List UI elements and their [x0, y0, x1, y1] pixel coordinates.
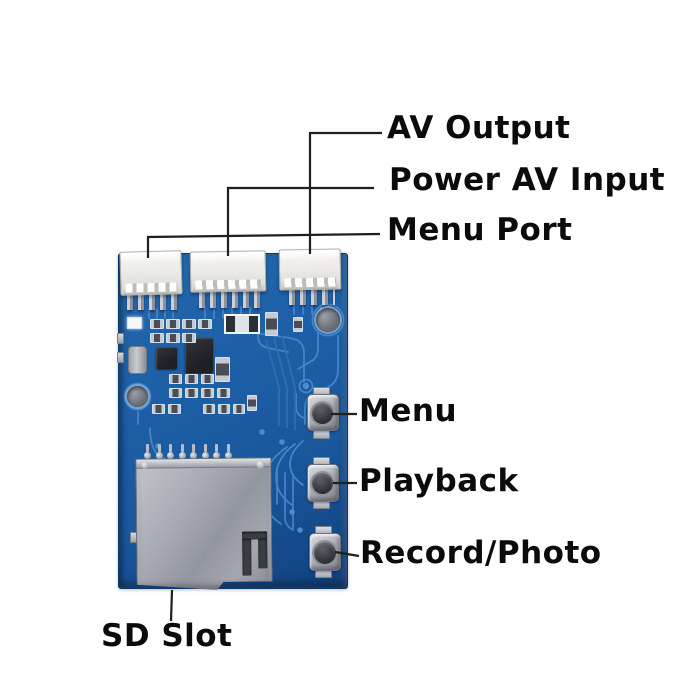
smd-component	[265, 312, 278, 336]
pin-head	[144, 452, 151, 459]
edge-pad	[117, 333, 124, 344]
smd-component	[168, 404, 181, 414]
pin	[158, 444, 161, 452]
callout-line-av-output	[308, 131, 382, 254]
main-ic-chip	[185, 338, 213, 373]
callout-line-power-av-input	[226, 186, 374, 256]
label-sd-slot: SD Slot	[101, 618, 233, 654]
pin	[215, 444, 218, 452]
smd-component	[152, 404, 165, 414]
smd-component	[218, 404, 230, 414]
smd-component	[201, 388, 214, 398]
sd-card-slot	[135, 457, 272, 590]
label-menu-port: Menu Port	[387, 212, 573, 248]
pin-head	[167, 452, 174, 459]
smd-component	[247, 395, 257, 411]
sd-slot-rivet	[141, 462, 148, 469]
sd-slot-rivet	[256, 460, 264, 468]
pin	[169, 444, 172, 452]
led-component	[127, 317, 142, 329]
menu-connector-pins	[289, 289, 335, 305]
connector-pin-bumps	[125, 282, 178, 293]
pin	[192, 444, 195, 452]
pin-head	[179, 452, 186, 459]
smd-component	[185, 388, 198, 398]
smd-component	[150, 319, 164, 329]
label-playback: Playback	[359, 463, 519, 499]
sd-latch-cutout	[242, 539, 251, 576]
smd-component	[150, 333, 164, 343]
smd-component	[169, 374, 182, 384]
smd-component	[201, 374, 214, 384]
edge-pad	[117, 352, 124, 363]
menu-port-connector	[119, 250, 183, 296]
edge-pad	[130, 532, 137, 543]
pin	[227, 444, 230, 452]
smd-component	[185, 374, 198, 384]
smd-component	[166, 333, 180, 343]
sd-slot-lip	[136, 458, 270, 468]
pin	[181, 444, 184, 452]
smd-component	[233, 404, 245, 414]
smd-component	[215, 357, 230, 382]
label-record-photo: Record/Photo	[360, 535, 602, 571]
callout-line-sd-slot	[169, 589, 174, 622]
pin-head	[156, 452, 163, 459]
label-power-av-input: Power AV Input	[389, 162, 666, 198]
av-output-connector-pins	[127, 294, 177, 310]
av-output-connector	[278, 248, 342, 291]
power-av-connector-pins	[199, 291, 261, 308]
record-button-plunger	[314, 542, 336, 564]
pin	[204, 444, 207, 452]
smd-component	[203, 404, 215, 414]
regulator-ic	[156, 347, 177, 369]
connector-pin-bumps	[195, 279, 262, 290]
label-av-output: AV Output	[387, 110, 571, 146]
mounting-hole	[127, 386, 148, 407]
sd-header-pins	[143, 444, 235, 464]
capacitor	[128, 346, 147, 374]
smd-component	[166, 319, 180, 329]
resistor-network	[224, 314, 260, 334]
smd-component	[169, 388, 182, 398]
pin-head	[202, 452, 209, 459]
smd-component	[198, 319, 212, 329]
menu-button-plunger	[312, 403, 333, 424]
power-av-input-connector	[189, 250, 267, 293]
pin-head	[225, 452, 232, 459]
pin	[146, 444, 149, 452]
smd-component	[182, 319, 196, 329]
label-menu: Menu	[359, 393, 458, 429]
connector-pin-bumps	[284, 277, 337, 288]
smd-component	[217, 388, 230, 398]
smd-component	[293, 317, 303, 332]
pin-head	[190, 452, 197, 459]
sd-latch-cutout	[258, 538, 267, 568]
playback-button-plunger	[312, 473, 333, 494]
mounting-hole	[316, 308, 340, 332]
pin-head	[213, 452, 220, 459]
smd-component	[182, 333, 196, 343]
